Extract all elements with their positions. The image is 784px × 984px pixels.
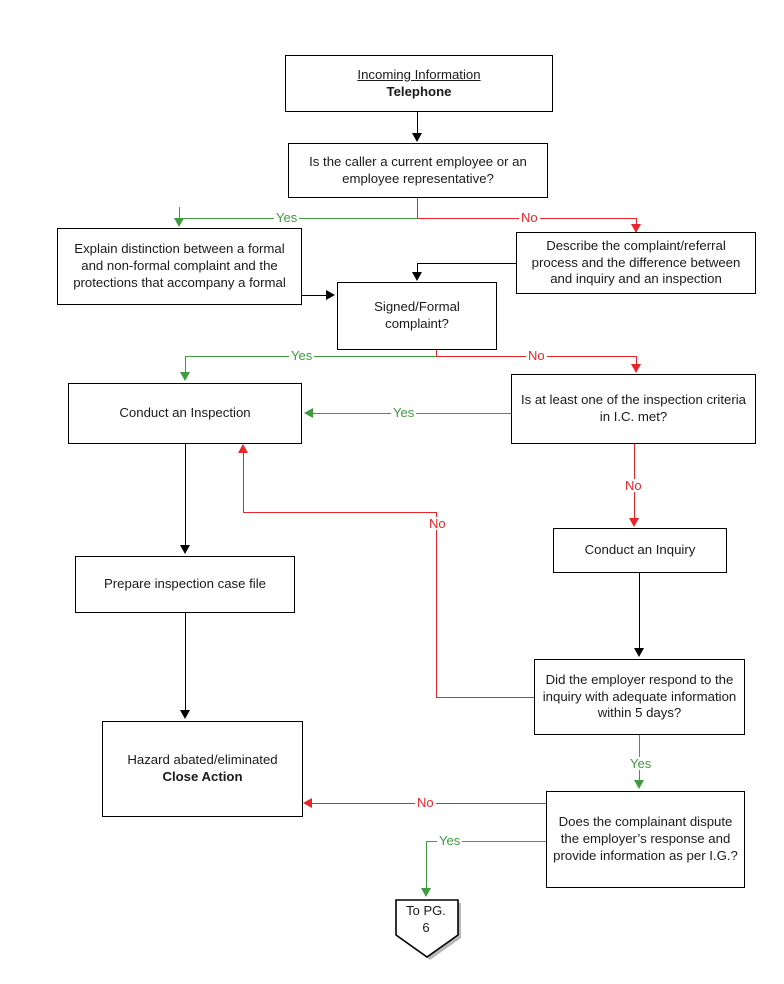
complainant-dispute-text: Does the complainant dispute the employe… bbox=[553, 814, 738, 863]
arrowhead-inquiry-to-respond bbox=[633, 648, 644, 657]
node-conduct-inquiry[interactable]: Conduct an Inquiry bbox=[553, 528, 727, 573]
edge-dispute-yes-h bbox=[426, 841, 546, 842]
node-signed-formal[interactable]: Signed/Formal complaint? bbox=[337, 282, 497, 350]
start-subheading: Telephone bbox=[386, 83, 452, 99]
edge-label-criteria-yes: Yes bbox=[391, 405, 417, 420]
arrowhead-signed-yes bbox=[179, 372, 190, 381]
edge-caller-stem bbox=[417, 198, 418, 218]
arrowhead-inspection-to-casefile bbox=[179, 545, 190, 554]
edge-label-dispute-no: No bbox=[415, 795, 436, 810]
node-hazard-abated[interactable]: Hazard abated/eliminated Close Action bbox=[102, 721, 303, 817]
conduct-inquiry-text: Conduct an Inquiry bbox=[584, 542, 696, 558]
edge-respond-no-up bbox=[243, 453, 244, 513]
arrowhead-signed-no bbox=[630, 364, 641, 373]
edge-respond-no-top bbox=[243, 512, 437, 513]
edge-label-signed-yes: Yes bbox=[289, 348, 315, 363]
hazard-abated-line2: Close Action bbox=[162, 769, 243, 784]
arrowhead-respond-no bbox=[237, 444, 248, 453]
edge-respond-no-out bbox=[436, 697, 534, 698]
edge-respond-no-riser bbox=[436, 512, 437, 698]
edge-signed-stem bbox=[436, 350, 437, 356]
edge-explain-to-signed bbox=[302, 295, 327, 296]
arrowhead-start-to-caller bbox=[411, 133, 422, 142]
to-page-line2: 6 bbox=[422, 919, 430, 935]
edge-describe-to-signed-h bbox=[417, 263, 516, 264]
employer-respond-text: Did the employer respond to the inquiry … bbox=[542, 671, 737, 721]
start-heading: Incoming Information bbox=[357, 66, 481, 82]
edge-caller-yes-drop bbox=[179, 207, 180, 219]
edge-casefile-to-hazard bbox=[185, 613, 186, 711]
edge-inspection-to-casefile bbox=[185, 444, 186, 546]
edge-describe-to-signed-v bbox=[417, 263, 418, 273]
arrowhead-describe-to-signed bbox=[411, 272, 422, 281]
arrowhead-caller-yes bbox=[173, 218, 184, 227]
explain-distinction-text: Explain distinction between a formal and… bbox=[73, 241, 286, 290]
edge-caller-no-drop bbox=[636, 218, 637, 226]
node-to-page-terminator[interactable]: To PG. 6 bbox=[392, 897, 461, 960]
node-prepare-case-file[interactable]: Prepare inspection case file bbox=[75, 556, 295, 613]
arrowhead-criteria-no bbox=[628, 518, 639, 527]
terminator-shape bbox=[395, 899, 461, 960]
edge-label-respond-yes: Yes bbox=[628, 756, 654, 771]
inspection-criteria-text: Is at least one of the inspection criter… bbox=[520, 392, 747, 424]
node-conduct-inspection[interactable]: Conduct an Inspection bbox=[68, 383, 302, 444]
node-complainant-dispute[interactable]: Does the complainant dispute the employe… bbox=[546, 791, 745, 888]
signed-formal-text: Signed/Formal complaint? bbox=[374, 299, 460, 331]
edge-signed-yes-drop bbox=[185, 356, 186, 373]
node-describe-process[interactable]: Describe the complaint/referral process … bbox=[516, 232, 756, 294]
edge-label-caller-yes: Yes bbox=[274, 210, 300, 225]
hazard-abated-line1: Hazard abated/eliminated bbox=[127, 752, 278, 768]
to-page-line1: To PG. bbox=[406, 903, 446, 918]
edge-label-criteria-no: No bbox=[623, 478, 644, 493]
edge-label-signed-no: No bbox=[526, 348, 547, 363]
node-start[interactable]: Incoming Information Telephone bbox=[285, 55, 553, 112]
node-caller-question[interactable]: Is the caller a current employee or an e… bbox=[288, 143, 548, 198]
edge-inquiry-to-respond bbox=[639, 573, 640, 649]
caller-question-text: Is the caller a current employee or an e… bbox=[309, 153, 527, 186]
edge-signed-no-drop bbox=[636, 356, 637, 366]
prepare-case-file-text: Prepare inspection case file bbox=[103, 576, 266, 592]
node-employer-respond[interactable]: Did the employer respond to the inquiry … bbox=[534, 659, 745, 735]
arrowhead-explain-to-signed bbox=[326, 289, 335, 300]
edge-start-to-caller bbox=[417, 112, 418, 134]
edge-label-respond-no: No bbox=[427, 516, 448, 531]
conduct-inspection-text: Conduct an Inspection bbox=[119, 405, 251, 421]
node-inspection-criteria[interactable]: Is at least one of the inspection criter… bbox=[511, 374, 756, 444]
arrowhead-respond-yes bbox=[633, 780, 644, 789]
arrowhead-criteria-yes bbox=[304, 407, 313, 418]
arrowhead-dispute-no bbox=[303, 797, 312, 808]
edge-dispute-yes-v bbox=[426, 841, 427, 889]
arrowhead-caller-no bbox=[630, 224, 641, 233]
edge-label-dispute-yes: Yes bbox=[437, 833, 463, 848]
edge-label-caller-no: No bbox=[519, 210, 540, 225]
node-explain-distinction[interactable]: Explain distinction between a formal and… bbox=[57, 228, 302, 305]
describe-process-text: Describe the complaint/referral process … bbox=[531, 237, 741, 287]
arrowhead-casefile-to-hazard bbox=[179, 710, 190, 719]
arrowhead-dispute-yes bbox=[420, 888, 431, 897]
